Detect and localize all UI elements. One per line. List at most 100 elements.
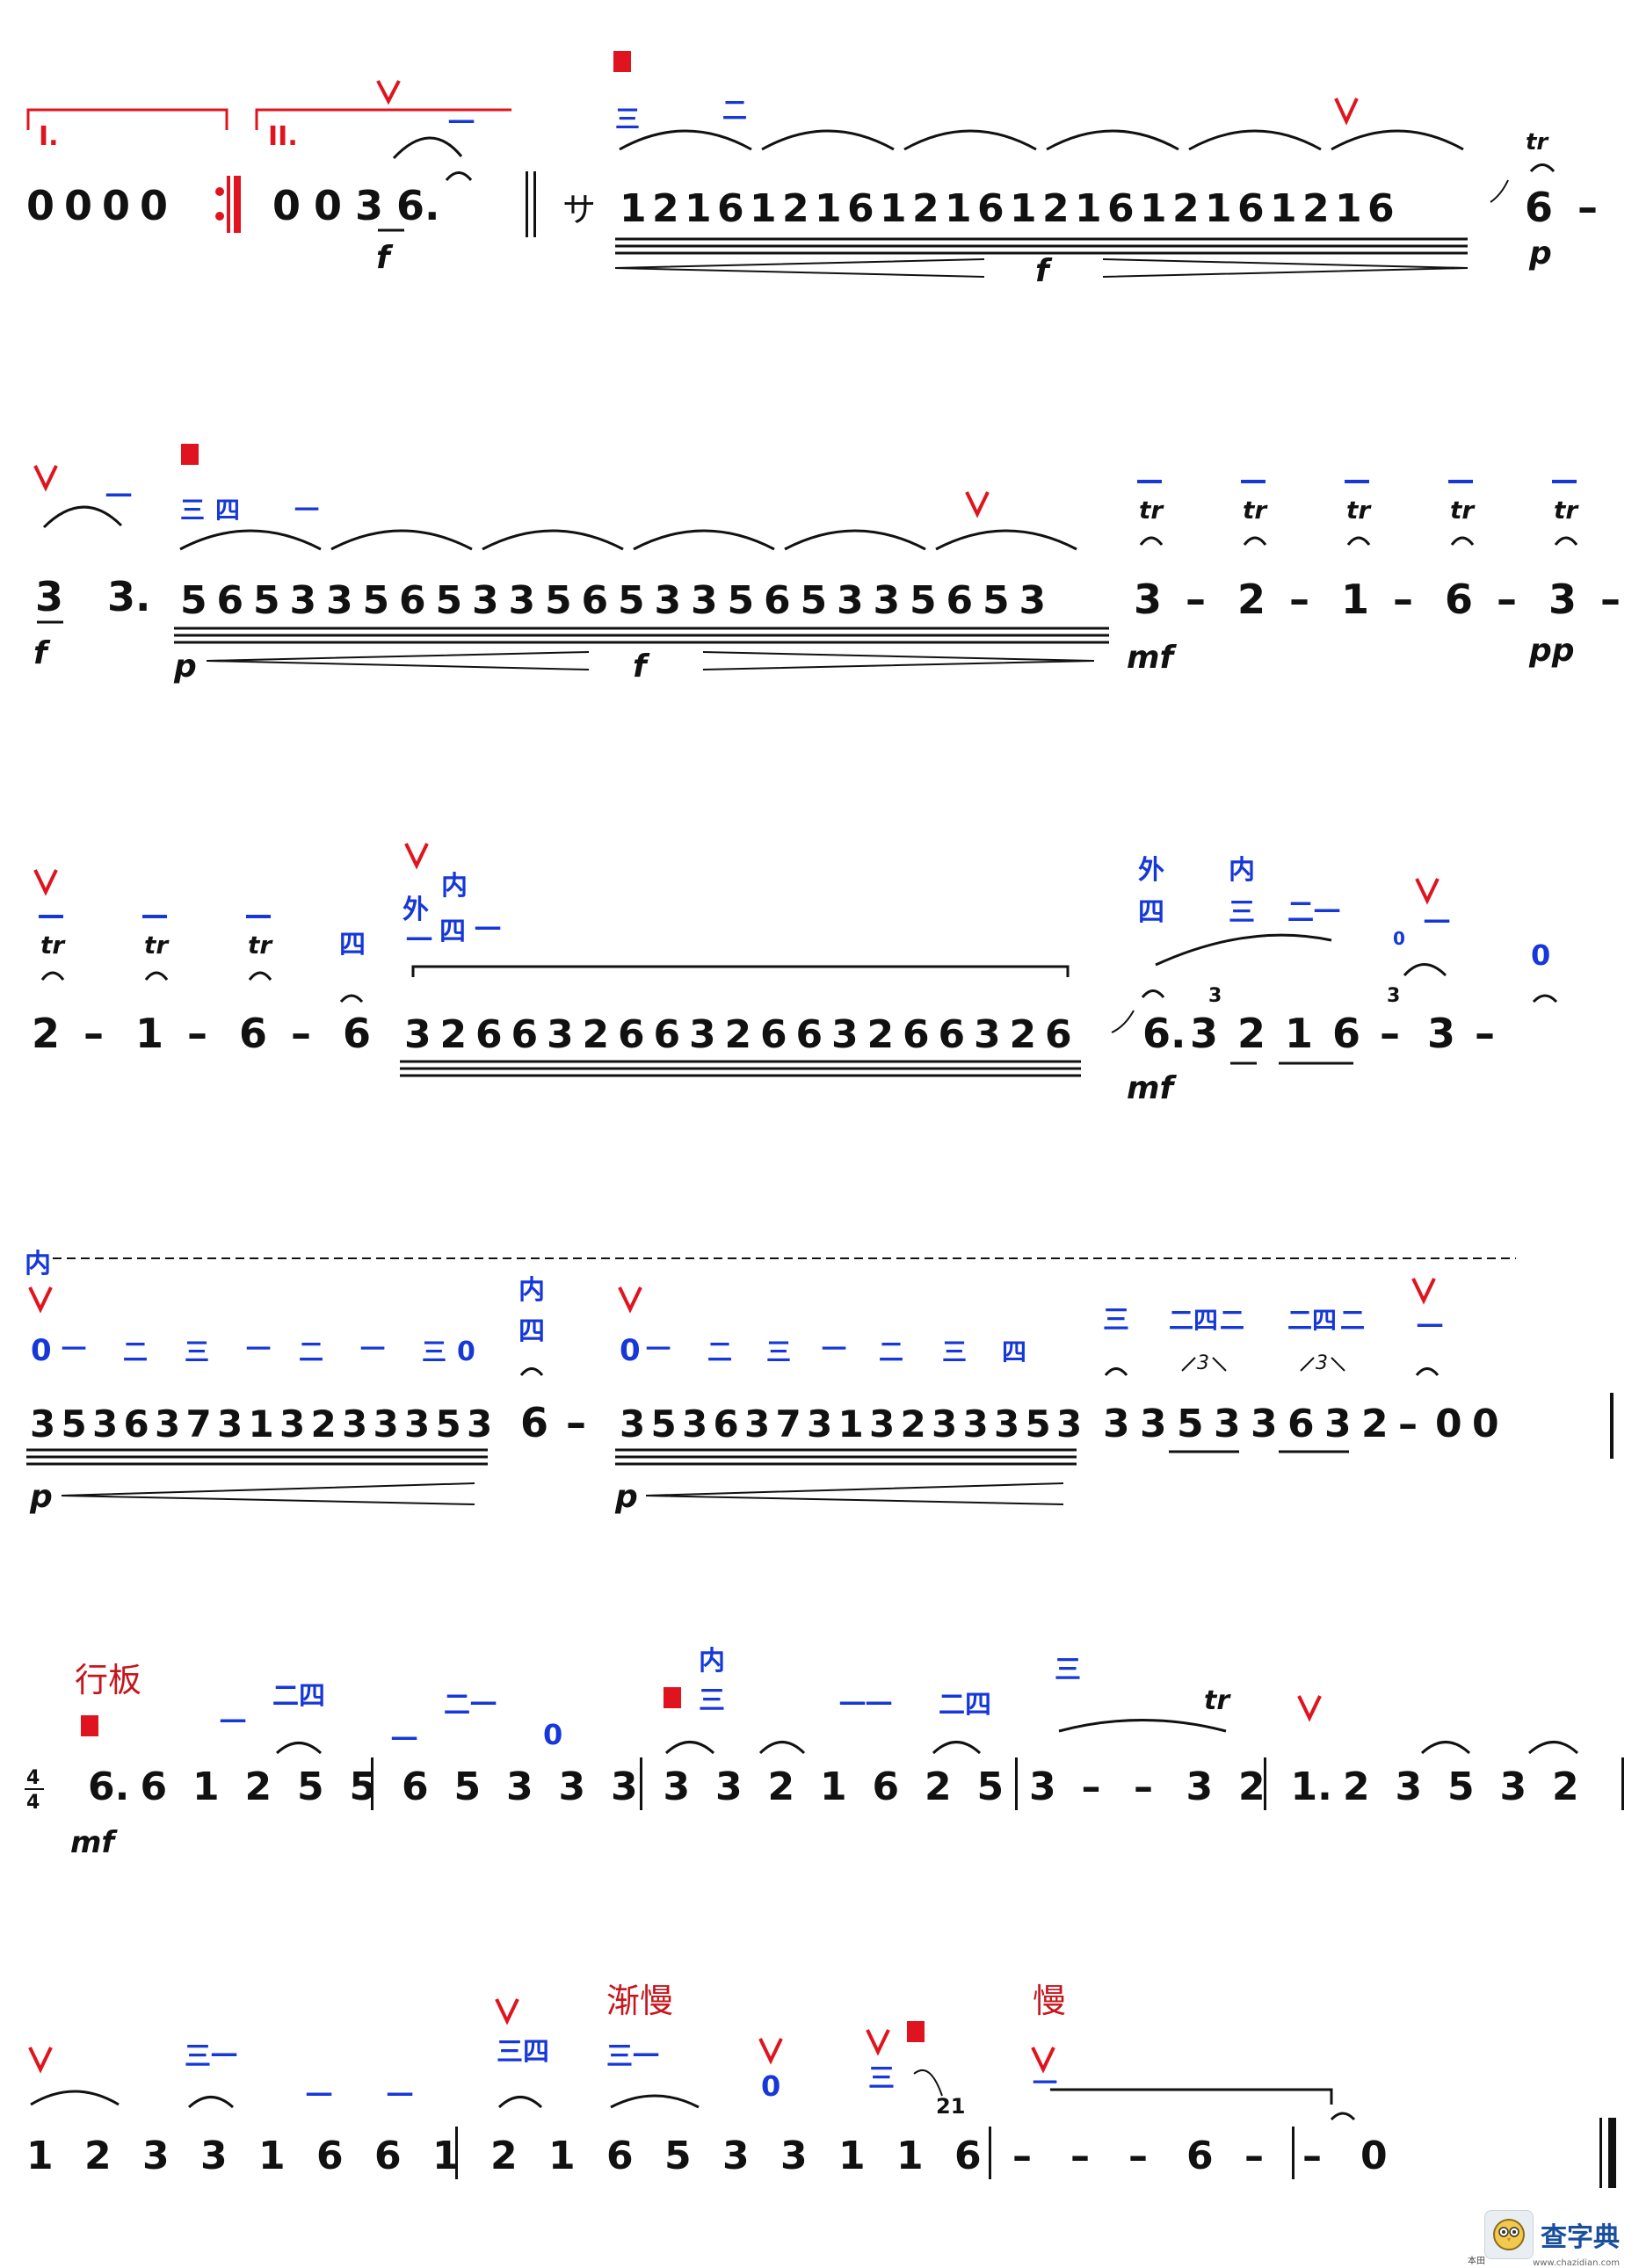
trill-sequence: 3–2–1–6–3–: [1134, 576, 1621, 623]
svg-text:二: 二: [879, 1337, 903, 1366]
note: –: [1186, 576, 1206, 623]
svg-text:二四: 二四: [1287, 1306, 1337, 1335]
svg-text:21: 21: [936, 2094, 965, 2119]
note: 0: [140, 182, 168, 229]
svg-text:三: 三: [942, 1337, 967, 1366]
note: –: [1577, 184, 1598, 231]
note: 1: [26, 2134, 54, 2178]
note: 5: [454, 1764, 482, 1809]
note: 6: [582, 578, 609, 623]
note: 3: [217, 1402, 243, 1446]
slur-arc: [633, 529, 775, 551]
svg-text:二四: 二四: [939, 1690, 991, 1721]
note: 5: [983, 578, 1010, 623]
note: 3: [30, 1402, 55, 1446]
note: 2: [440, 1012, 468, 1057]
svg-text:外: 外: [402, 895, 429, 925]
svg-text:p: p: [614, 1479, 638, 1515]
note: 2: [1042, 186, 1070, 231]
note: 6: [618, 1012, 645, 1057]
note: 6: [124, 1402, 149, 1446]
svg-text:内: 内: [441, 871, 468, 902]
note: 1: [135, 1010, 163, 1057]
fermata-icon: [144, 971, 169, 981]
hold-6-b: 6–: [520, 1399, 586, 1446]
note: 3: [404, 1012, 432, 1057]
note: 3: [932, 1402, 957, 1446]
svg-text:一: 一: [448, 108, 475, 139]
note: 3: [1427, 1010, 1455, 1057]
svg-text:二: 二: [1340, 1306, 1365, 1335]
note: 6: [316, 2134, 344, 2178]
note: 3: [1190, 1010, 1218, 1057]
note: 3: [547, 1012, 574, 1057]
note: 0: [64, 182, 92, 229]
note: 6: [520, 1399, 548, 1446]
note: 6: [141, 1764, 168, 1809]
svg-text:tr: tr: [1526, 129, 1549, 156]
tempo-man: 慢: [1033, 1982, 1066, 2020]
svg-text:一一: 一一: [839, 1690, 892, 1721]
note: 1: [258, 2134, 286, 2178]
note: 2: [901, 1402, 926, 1446]
note: 1.: [1291, 1764, 1332, 1809]
note: 1: [820, 1764, 847, 1809]
svg-text:一: 一: [62, 1335, 86, 1364]
note: –: [1134, 1764, 1153, 1809]
note: 5: [180, 578, 207, 623]
note: 6: [946, 578, 974, 623]
slurs-l1: [619, 129, 1464, 151]
svg-text:内: 内: [25, 1249, 51, 1279]
note: 1: [1335, 186, 1362, 231]
slur-arc: [935, 529, 1077, 551]
note: 3: [559, 1764, 586, 1809]
note: 5: [651, 1402, 677, 1446]
trill-mark: tr: [40, 931, 66, 960]
note: 2: [1343, 1764, 1370, 1809]
svg-text:0: 0: [620, 1333, 641, 1368]
note: –: [566, 1399, 586, 1446]
note: 3: [326, 578, 353, 623]
note: 0: [102, 182, 130, 229]
note: 2: [245, 1764, 272, 1809]
fermata-icon: [248, 971, 272, 981]
svg-text:内: 内: [699, 1646, 725, 1677]
note: 2: [725, 1012, 752, 1057]
note: 2: [867, 1012, 895, 1057]
note: –: [1600, 576, 1621, 623]
svg-text:0: 0: [543, 1718, 562, 1751]
note: 1: [838, 1402, 864, 1446]
note: 3: [200, 2134, 228, 2178]
svg-text:四: 四: [215, 496, 240, 525]
note: 1: [1270, 186, 1297, 231]
note: 6: [374, 2134, 402, 2178]
trill-mark: tr: [144, 931, 170, 960]
note: 1: [1140, 186, 1167, 231]
slur-arc: [179, 529, 322, 551]
note: 5: [664, 2134, 692, 2178]
note: 6.: [396, 182, 439, 229]
note: 6: [714, 1402, 739, 1446]
note: 7: [776, 1402, 801, 1446]
note: 5: [1026, 1402, 1051, 1446]
slur-arc: [1046, 129, 1179, 151]
svg-text:一: 一: [1033, 2069, 1057, 2098]
slur-arc: [761, 129, 895, 151]
note: 3: [404, 1402, 430, 1446]
note: 1: [249, 1402, 274, 1446]
slur-arc: [619, 129, 752, 151]
note: 3: [807, 1402, 832, 1446]
svg-text:0: 0: [761, 2069, 780, 2103]
svg-text:二: 二: [123, 1337, 148, 1366]
note: 3: [1324, 1402, 1352, 1446]
note: 1: [1010, 186, 1037, 231]
note: 2: [768, 1764, 795, 1809]
note: 5: [977, 1764, 1004, 1809]
svg-text:内: 内: [1229, 855, 1255, 886]
